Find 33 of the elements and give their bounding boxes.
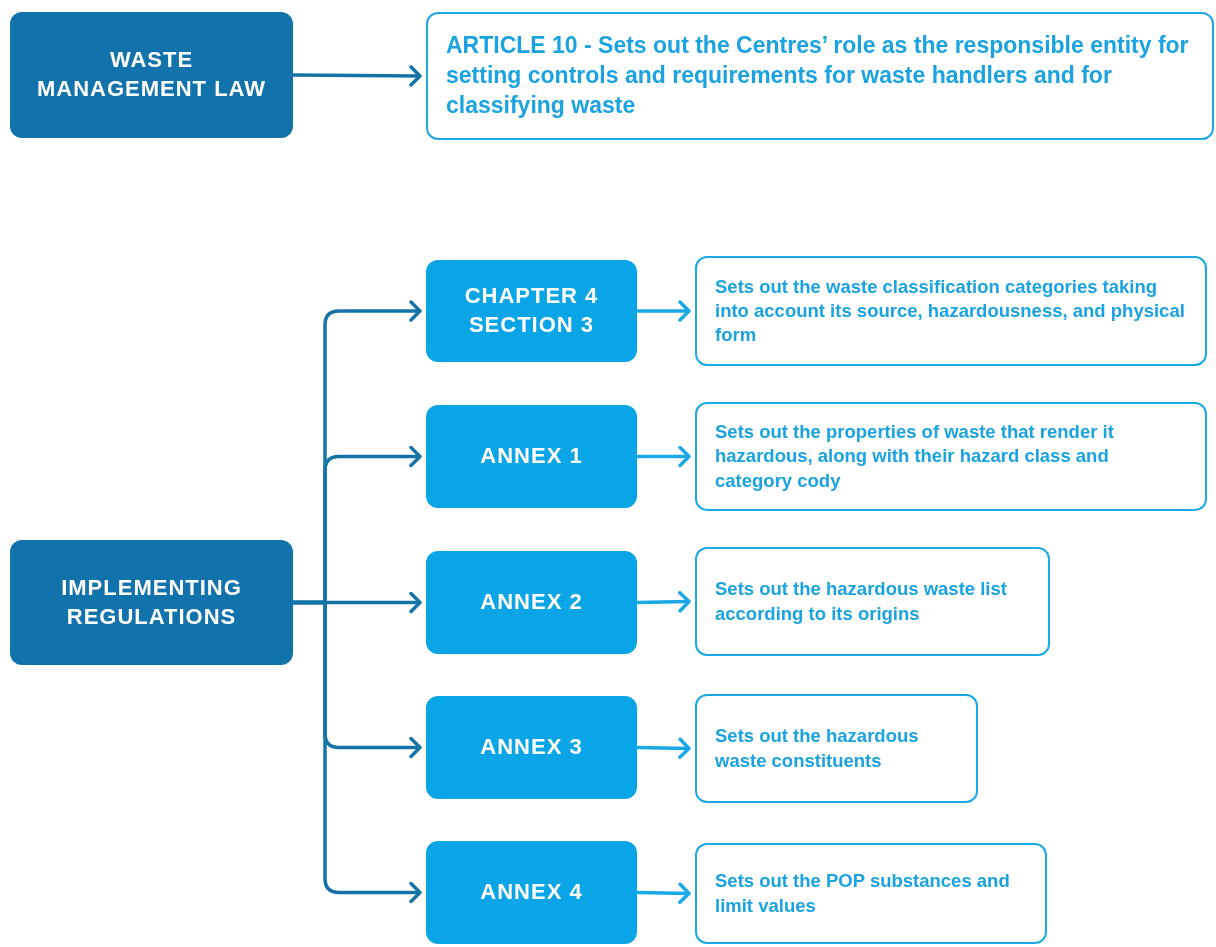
law-box (10, 12, 293, 138)
box-text: ANNEX 2 (480, 588, 583, 617)
box-text: Sets out the hazardous waste constituents (715, 724, 920, 773)
law-box (10, 540, 293, 665)
arrow (637, 300, 691, 322)
arrow (637, 445, 691, 468)
box-text: IMPLEMENTING REGULATIONS (60, 573, 243, 631)
arrow (636, 737, 691, 760)
box-text: ANNEX 4 (480, 878, 583, 907)
arrow (636, 590, 691, 613)
section-box (426, 260, 637, 362)
box-text: Sets out the waste classification categories taking into account its source, hazardousness, and physical form (715, 274, 1186, 347)
box-text: Sets out the POP substances and limit values (715, 869, 1011, 918)
arrow (636, 882, 691, 905)
box-text: CHAPTER 4 SECTION 3 (463, 282, 600, 339)
box-text: ARTICLE 10 - Sets out the Centres’ role as the responsible entity for setting controls and requirements for waste handlers and for classifying waste (446, 31, 1190, 120)
section-box (426, 405, 637, 508)
section-box (426, 551, 637, 654)
arrow (291, 600, 422, 904)
box-text: WASTE MANAGEMENT LAW (35, 46, 268, 103)
box-text: Sets out the hazardous waste list according to its origins (715, 577, 1008, 626)
section-box (426, 696, 637, 799)
description-box (695, 547, 1050, 656)
box-text: Sets out the properties of waste that render it hazardous, along with their hazard class and category cody (715, 420, 1115, 493)
section-box (426, 841, 637, 944)
description-box (695, 256, 1207, 366)
description-box (695, 843, 1047, 944)
description-box (695, 402, 1207, 511)
box-text: ANNEX 1 (480, 442, 583, 471)
box-text: ANNEX 3 (480, 733, 583, 762)
arrow (293, 65, 422, 87)
description-box (695, 694, 978, 803)
description-box (426, 12, 1214, 140)
